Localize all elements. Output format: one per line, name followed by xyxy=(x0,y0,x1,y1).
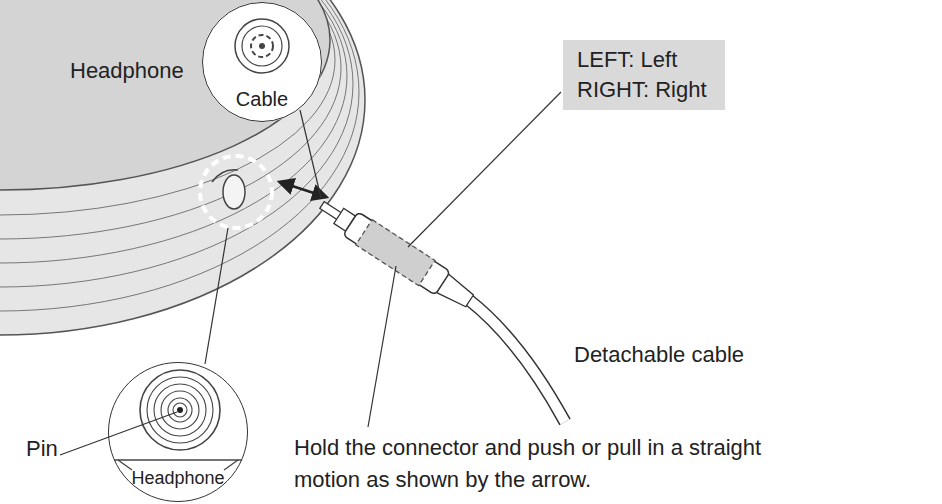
instruction-note: Hold the connector and push or pull in a… xyxy=(294,432,814,496)
cable-inset: Cable xyxy=(202,2,322,122)
socket-highlight xyxy=(200,156,272,228)
side-label-box: LEFT: LeftRIGHT: Right xyxy=(563,40,725,110)
socket-inset-ground xyxy=(108,362,248,502)
part-label: Pin xyxy=(26,436,58,462)
pin xyxy=(177,407,183,413)
plug-hole xyxy=(259,43,265,49)
cable-outline xyxy=(469,300,565,422)
node-text: Headphone xyxy=(70,58,188,84)
node-text: LEFT: Left xyxy=(577,45,711,75)
inset-band xyxy=(114,459,242,460)
cup-rings xyxy=(0,0,359,311)
ear-cup-face xyxy=(0,0,330,190)
leader-line xyxy=(368,266,396,427)
ear-cup xyxy=(0,0,365,335)
plug-face xyxy=(235,19,289,73)
plug-ring xyxy=(242,26,282,66)
socket-rings xyxy=(140,370,220,450)
socket xyxy=(223,175,245,209)
leader-line xyxy=(205,228,228,364)
node-text: Headphone xyxy=(131,468,224,489)
headphone-inset: Headphone xyxy=(108,362,248,502)
cable xyxy=(469,300,565,422)
node-text: Cable xyxy=(236,88,288,111)
part-label: Detachable cable xyxy=(574,342,744,368)
leader-line xyxy=(60,412,177,455)
socket-mark xyxy=(212,170,238,182)
inset-band xyxy=(118,460,132,470)
leader-line xyxy=(300,110,321,198)
ear-cup-label: Headphone xyxy=(66,56,192,86)
plug-contact xyxy=(251,35,273,57)
connector xyxy=(314,192,478,313)
inset-band xyxy=(224,460,238,470)
node-text: RIGHT: Right xyxy=(577,75,711,105)
leader-line xyxy=(408,92,561,247)
cable-inset-ground xyxy=(202,2,322,122)
